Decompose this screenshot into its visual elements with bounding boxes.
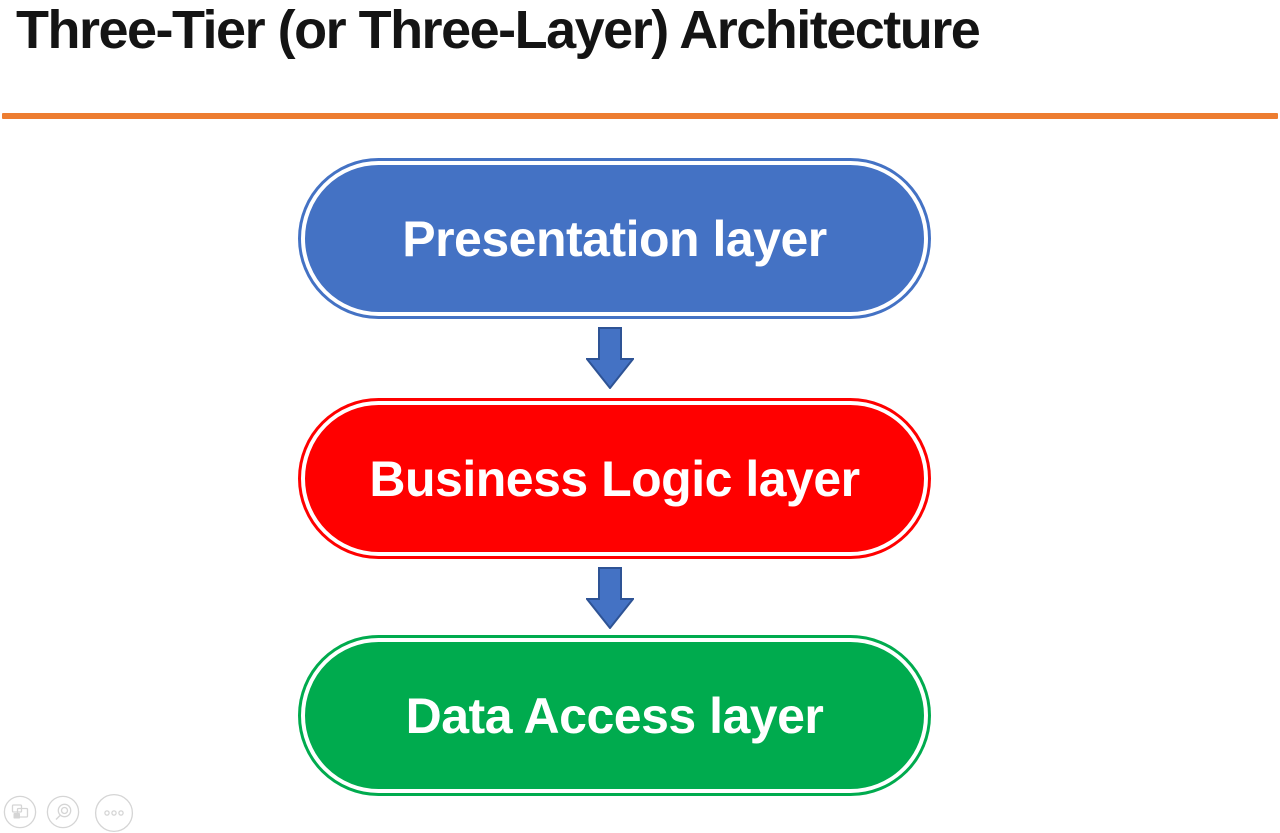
down-arrow-icon — [586, 567, 634, 629]
down-arrow-icon — [586, 327, 634, 389]
layer-business-logic-label: Business Logic layer — [369, 450, 860, 507]
slides-icon — [3, 795, 37, 829]
more-options-button[interactable] — [94, 793, 134, 833]
magnifier-icon — [46, 795, 80, 829]
ellipsis-icon — [94, 793, 134, 833]
slides-overview-button[interactable] — [3, 795, 37, 829]
layer-data-access: Data Access layer — [301, 638, 928, 793]
layer-presentation: Presentation layer — [301, 161, 928, 316]
layer-business-logic: Business Logic layer — [301, 401, 928, 556]
layer-data-access-label: Data Access layer — [405, 687, 824, 744]
slide-title: Three-Tier (or Three-Layer) Architecture — [16, 0, 981, 60]
title-divider — [2, 113, 1278, 119]
layer-presentation-label: Presentation layer — [402, 210, 827, 267]
slide: Three-Tier (or Three-Layer) Architecture… — [2, 0, 1278, 793]
zoom-button[interactable] — [46, 795, 80, 829]
